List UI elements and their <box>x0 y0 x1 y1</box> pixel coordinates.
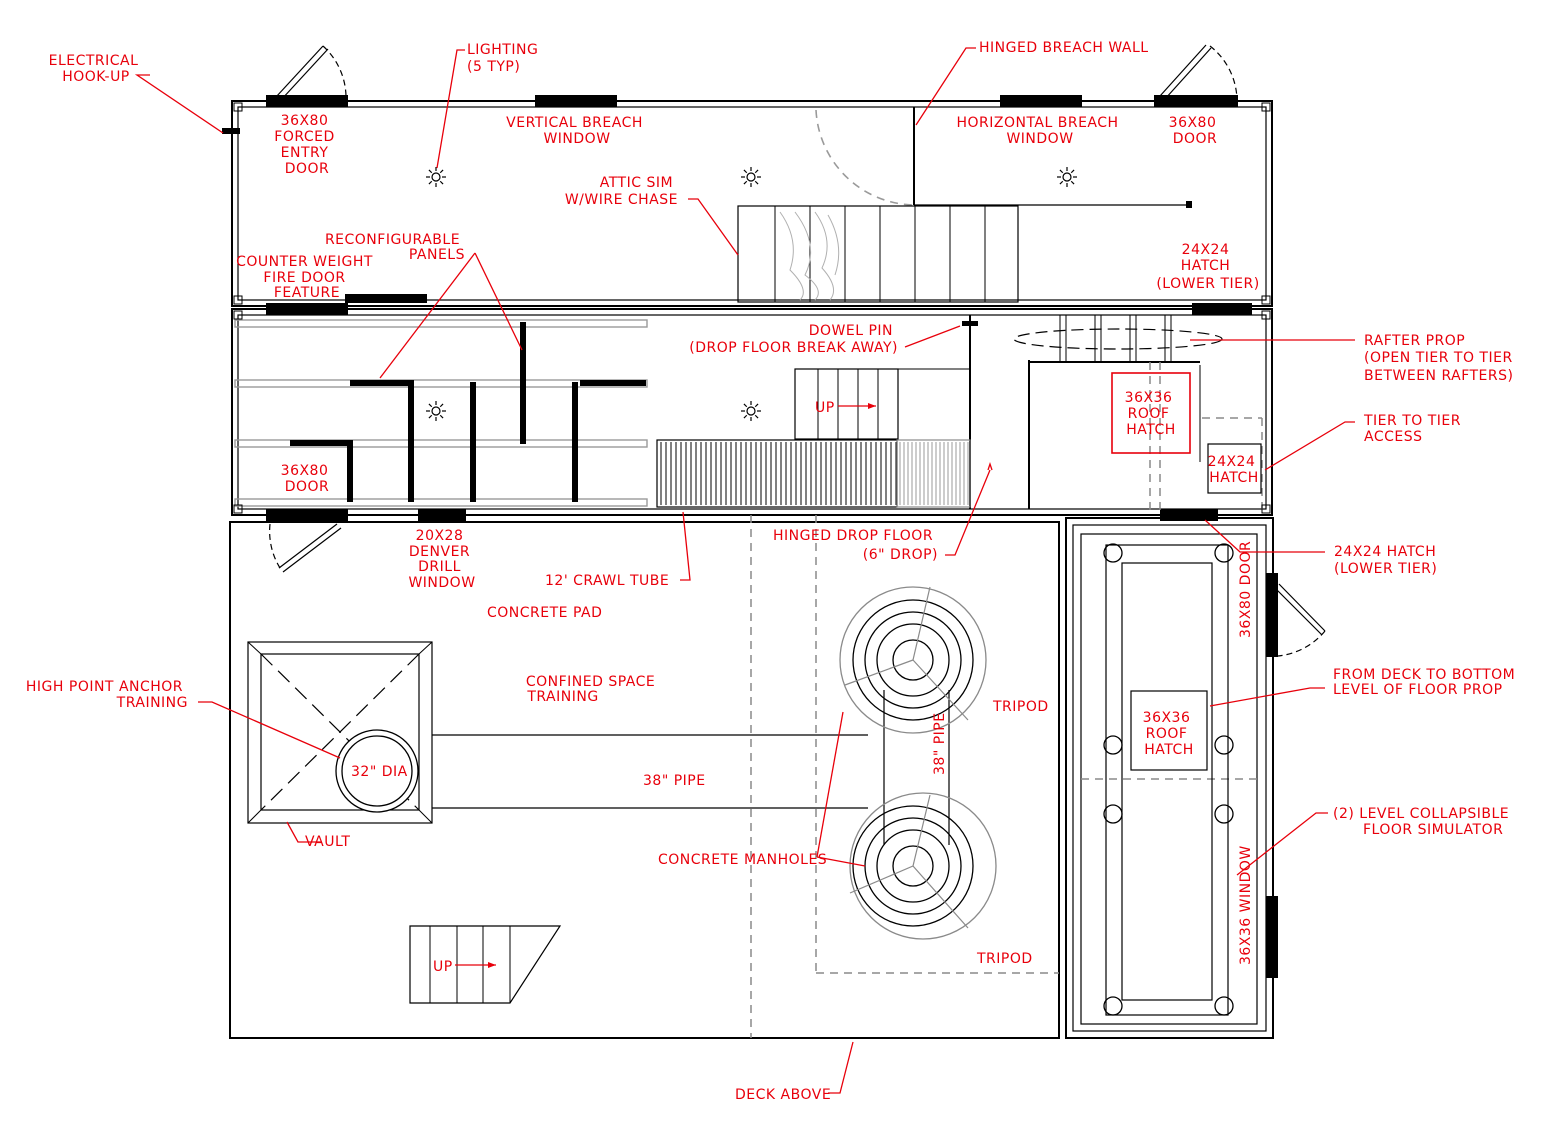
label-hinged-drop-floor: HINGED DROP FLOOR (6" DROP) <box>773 528 938 563</box>
label-roof-hatch-top: 36X36 ROOF HATCH <box>1125 390 1178 438</box>
label-vault: VAULT <box>305 834 350 850</box>
label-deck-above: DECK ABOVE <box>735 1087 831 1103</box>
rafter-prop <box>962 315 1263 515</box>
label-from-deck: FROM DECK TO BOTTOM LEVEL OF FLOOR PROP <box>1333 667 1520 698</box>
corner-bolts <box>233 102 1271 514</box>
label-up-bottom: UP <box>433 959 453 975</box>
label-hatch-24: 24X24 HATCH <box>1208 454 1261 486</box>
label-door-left: 36X80 DOOR <box>281 463 334 495</box>
label-manholes: CONCRETE MANHOLES <box>658 852 827 868</box>
stairs-lower <box>409 925 562 1004</box>
label-electrical: ELECTRICAL HOOK-UP <box>49 53 144 85</box>
label-concrete-pad: CONCRETE PAD <box>487 605 602 621</box>
label-up-top: UP <box>815 400 835 416</box>
label-door-right-vertical: 36X80 DOOR <box>1238 541 1254 638</box>
stairs-upper <box>794 368 970 440</box>
label-dowel-pin: DOWEL PIN (DROP FLOOR BREAK AWAY) <box>689 323 898 356</box>
vault <box>247 641 433 824</box>
label-tripod-bottom: TRIPOD <box>976 951 1033 967</box>
label-dia: 32" DIA <box>351 764 408 780</box>
collapsible-floor-simulator <box>1080 533 1258 1025</box>
label-hatch-lower-mid: 24X24 HATCH (LOWER TIER) <box>1334 544 1441 577</box>
label-roof-hatch-bottom: 36X36 ROOF HATCH <box>1143 710 1196 758</box>
label-confined-space: CONFINED SPACE TRAINING <box>526 674 660 705</box>
wall-openings <box>222 95 1278 978</box>
label-forced-entry-door: 36X80 FORCED ENTRY DOOR <box>274 113 339 177</box>
deck-outline <box>750 515 1059 1038</box>
label-hatch-lower-top: 24X24 HATCH (LOWER TIER) <box>1156 242 1259 292</box>
label-vertical-breach: VERTICAL BREACH WINDOW <box>506 115 648 147</box>
label-tier-access: TIER TO TIER ACCESS <box>1363 413 1466 445</box>
label-collapsible: (2) LEVEL COLLAPSIBLE FLOOR SIMULATOR <box>1333 806 1514 838</box>
horizontal-pipe <box>432 734 868 809</box>
light-fixture-icon <box>741 167 761 187</box>
light-fixture-icon <box>426 167 446 187</box>
attic-sim <box>737 205 1019 303</box>
label-rafter-prop: RAFTER PROP (OPEN TIER TO TIER BETWEEN R… <box>1364 333 1518 384</box>
door-swings <box>269 44 1326 657</box>
label-pipe-vertical: 38" PIPE <box>932 712 948 775</box>
label-high-point: HIGH POINT ANCHOR TRAINING <box>26 679 188 711</box>
annotations: ELECTRICAL HOOK-UP LIGHTING (5 TYP) HING… <box>26 40 1520 1103</box>
label-lighting: LIGHTING (5 TYP) <box>467 42 543 75</box>
label-hinged-breach-wall: HINGED BREACH WALL <box>979 40 1149 56</box>
label-reconfigurable: RECONFIGURABLE PANELS <box>325 232 465 263</box>
manholes <box>839 586 997 940</box>
light-fixture-icon <box>426 401 446 421</box>
crawl-tube <box>656 439 971 508</box>
reconfigurable-panels <box>234 319 648 507</box>
label-horizontal-breach: HORIZONTAL BREACH WINDOW <box>956 115 1123 147</box>
label-window-right-vertical: 36X36 WINDOW <box>1238 845 1254 965</box>
light-fixture-icon <box>741 401 761 421</box>
label-denver-drill: 20X28 DENVER DRILL WINDOW <box>408 528 475 591</box>
label-tripod-top: TRIPOD <box>992 699 1049 715</box>
label-pipe-horizontal: 38" PIPE <box>643 773 706 789</box>
label-crawl-tube: 12' CRAWL TUBE <box>545 573 669 589</box>
label-door-top-right: 36X80 DOOR <box>1169 115 1222 147</box>
light-fixture-icon <box>1057 167 1077 187</box>
light-fixtures <box>426 167 1077 421</box>
label-counter-weight: COUNTER WEIGHT FIRE DOOR FEATURE <box>236 254 378 301</box>
leader-lines <box>134 47 1355 1094</box>
label-attic-sim: ATTIC SIM W/WIRE CHASE <box>565 175 678 208</box>
